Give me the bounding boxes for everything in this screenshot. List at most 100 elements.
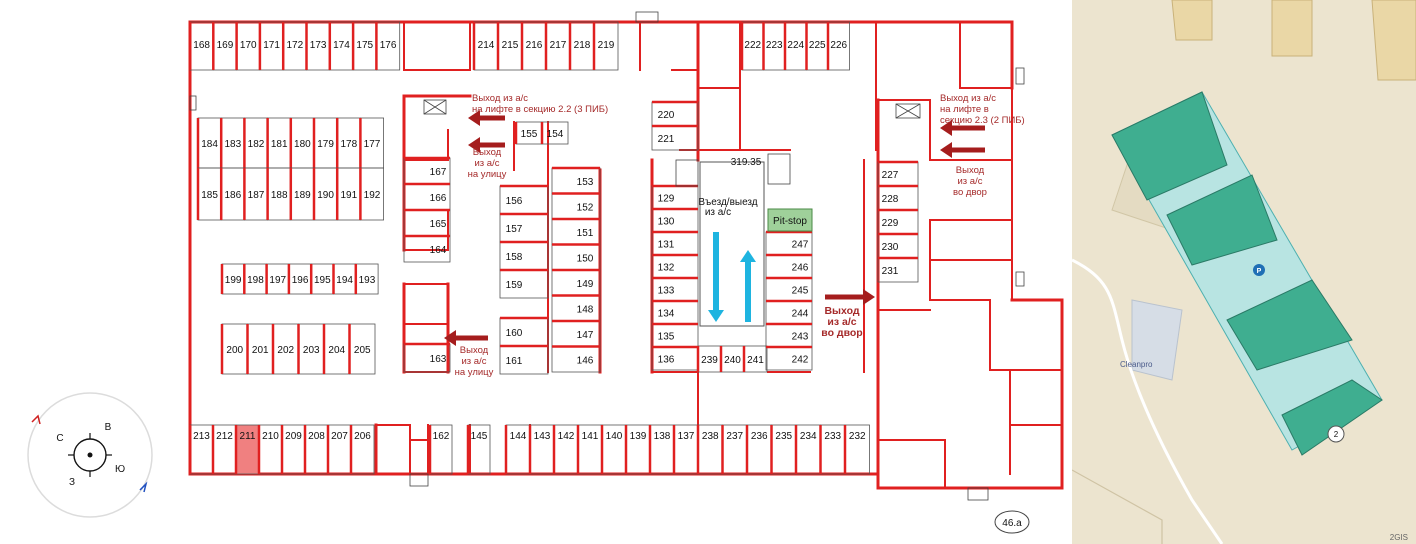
parking-spot-223[interactable]: 223 — [762, 21, 786, 71]
parking-spot-194[interactable]: 194 — [332, 263, 357, 295]
parking-spot-195[interactable]: 195 — [309, 263, 334, 295]
parking-spot-237[interactable]: 237 — [721, 424, 748, 475]
parking-spot-174[interactable]: 174 — [328, 21, 354, 71]
parking-spot-149[interactable]: 149 — [551, 268, 601, 296]
parking-spot-240[interactable]: 240 — [719, 345, 745, 373]
parking-spot-162[interactable]: 162 — [428, 424, 453, 475]
parking-spot-154[interactable]: 154 — [540, 121, 569, 145]
parking-spot-233[interactable]: 233 — [819, 424, 846, 475]
parking-spot-208[interactable]: 208 — [303, 424, 329, 475]
parking-spot-210[interactable]: 210 — [257, 424, 283, 475]
parking-spot-227[interactable]: 227 — [877, 160, 919, 187]
parking-spot-236[interactable]: 236 — [745, 424, 772, 475]
parking-spot-176[interactable]: 176 — [375, 21, 401, 71]
parking-spot-143[interactable]: 143 — [528, 424, 555, 475]
parking-spot-213[interactable]: 213 — [188, 424, 214, 475]
parking-spot-238[interactable]: 238 — [696, 424, 723, 475]
parking-spot-132[interactable]: 132 — [651, 253, 699, 279]
pit-stop-zone[interactable] — [767, 208, 813, 232]
parking-spot-139[interactable]: 139 — [624, 424, 651, 475]
parking-spot-235[interactable]: 235 — [770, 424, 797, 475]
parking-spot-169[interactable]: 169 — [212, 21, 238, 71]
parking-spot-177[interactable]: 177 — [359, 117, 384, 169]
parking-spot-198[interactable]: 198 — [243, 263, 268, 295]
parking-spot-141[interactable]: 141 — [576, 424, 603, 475]
parking-spot-231[interactable]: 231 — [877, 256, 919, 283]
parking-icon[interactable] — [1253, 264, 1265, 276]
parking-spot-216[interactable]: 216 — [520, 21, 547, 71]
parking-spot-165[interactable]: 165 — [403, 208, 451, 237]
parking-spot-152[interactable]: 152 — [551, 192, 601, 220]
parking-spot-214[interactable]: 214 — [472, 21, 499, 71]
parking-spot-181[interactable]: 181 — [266, 117, 292, 169]
parking-spot-171[interactable]: 171 — [258, 21, 284, 71]
parking-spot-156[interactable]: 156 — [499, 184, 549, 215]
parking-spot-192[interactable]: 192 — [359, 167, 384, 221]
parking-spot-193[interactable]: 193 — [354, 263, 379, 295]
parking-spot-157[interactable]: 157 — [499, 212, 549, 243]
parking-spot-151[interactable]: 151 — [551, 217, 601, 245]
parking-spot-211[interactable]: 211 — [234, 424, 260, 475]
parking-spot-222[interactable]: 222 — [740, 21, 764, 71]
parking-spot-242[interactable]: 242 — [765, 345, 813, 371]
parking-spot-140[interactable]: 140 — [600, 424, 627, 475]
parking-spot-163[interactable]: 163 — [403, 342, 451, 373]
parking-spot-129[interactable]: 129 — [651, 184, 699, 210]
parking-spot-188[interactable]: 188 — [266, 167, 292, 221]
parking-spot-247[interactable]: 247 — [765, 230, 813, 256]
parking-spot-164[interactable]: 164 — [403, 234, 451, 263]
parking-spot-219[interactable]: 219 — [592, 21, 619, 71]
parking-spot-131[interactable]: 131 — [651, 230, 699, 256]
parking-spot-168[interactable]: 168 — [188, 21, 214, 71]
parking-spot-228[interactable]: 228 — [877, 184, 919, 211]
parking-spot-206[interactable]: 206 — [349, 424, 375, 475]
parking-spot-204[interactable]: 204 — [322, 323, 350, 375]
parking-spot-173[interactable]: 173 — [305, 21, 331, 71]
parking-spot-144[interactable]: 144 — [504, 424, 531, 475]
parking-spot-189[interactable]: 189 — [289, 167, 315, 221]
parking-spot-205[interactable]: 205 — [348, 323, 376, 375]
parking-spot-172[interactable]: 172 — [281, 21, 307, 71]
parking-spot-217[interactable]: 217 — [544, 21, 571, 71]
parking-spot-161[interactable]: 161 — [499, 344, 549, 375]
parking-spot-199[interactable]: 199 — [220, 263, 245, 295]
parking-spot-197[interactable]: 197 — [265, 263, 290, 295]
parking-spot-212[interactable]: 212 — [211, 424, 237, 475]
parking-spot-220[interactable]: 220 — [651, 100, 699, 127]
parking-spot-245[interactable]: 245 — [765, 276, 813, 302]
parking-spot-186[interactable]: 186 — [219, 167, 245, 221]
parking-spot-175[interactable]: 175 — [351, 21, 377, 71]
parking-spot-160[interactable]: 160 — [499, 316, 549, 347]
parking-spot-167[interactable]: 167 — [403, 156, 451, 185]
parking-spot-155[interactable]: 155 — [514, 121, 543, 145]
parking-spot-190[interactable]: 190 — [312, 167, 338, 221]
parking-spot-180[interactable]: 180 — [289, 117, 315, 169]
parking-spot-203[interactable]: 203 — [297, 323, 325, 375]
parking-spot-138[interactable]: 138 — [648, 424, 675, 475]
parking-spot-207[interactable]: 207 — [326, 424, 352, 475]
parking-spot-239[interactable]: 239 — [696, 345, 722, 373]
parking-spot-196[interactable]: 196 — [287, 263, 312, 295]
parking-spot-178[interactable]: 178 — [335, 117, 361, 169]
parking-spot-230[interactable]: 230 — [877, 232, 919, 259]
parking-spot-146[interactable]: 146 — [551, 345, 601, 373]
parking-spot-243[interactable]: 243 — [765, 322, 813, 348]
parking-spot-221[interactable]: 221 — [651, 124, 699, 151]
parking-spot-226[interactable]: 226 — [826, 21, 850, 71]
parking-spot-225[interactable]: 225 — [805, 21, 829, 71]
parking-spot-179[interactable]: 179 — [312, 117, 338, 169]
parking-spot-183[interactable]: 183 — [219, 117, 245, 169]
parking-spot-170[interactable]: 170 — [235, 21, 261, 71]
parking-spot-142[interactable]: 142 — [552, 424, 579, 475]
parking-spot-244[interactable]: 244 — [765, 299, 813, 325]
parking-spot-209[interactable]: 209 — [280, 424, 306, 475]
parking-spot-133[interactable]: 133 — [651, 276, 699, 302]
parking-spot-134[interactable]: 134 — [651, 299, 699, 325]
parking-spot-202[interactable]: 202 — [271, 323, 299, 375]
parking-spot-153[interactable]: 153 — [551, 166, 601, 194]
parking-spot-185[interactable]: 185 — [196, 167, 222, 221]
parking-spot-147[interactable]: 147 — [551, 319, 601, 347]
